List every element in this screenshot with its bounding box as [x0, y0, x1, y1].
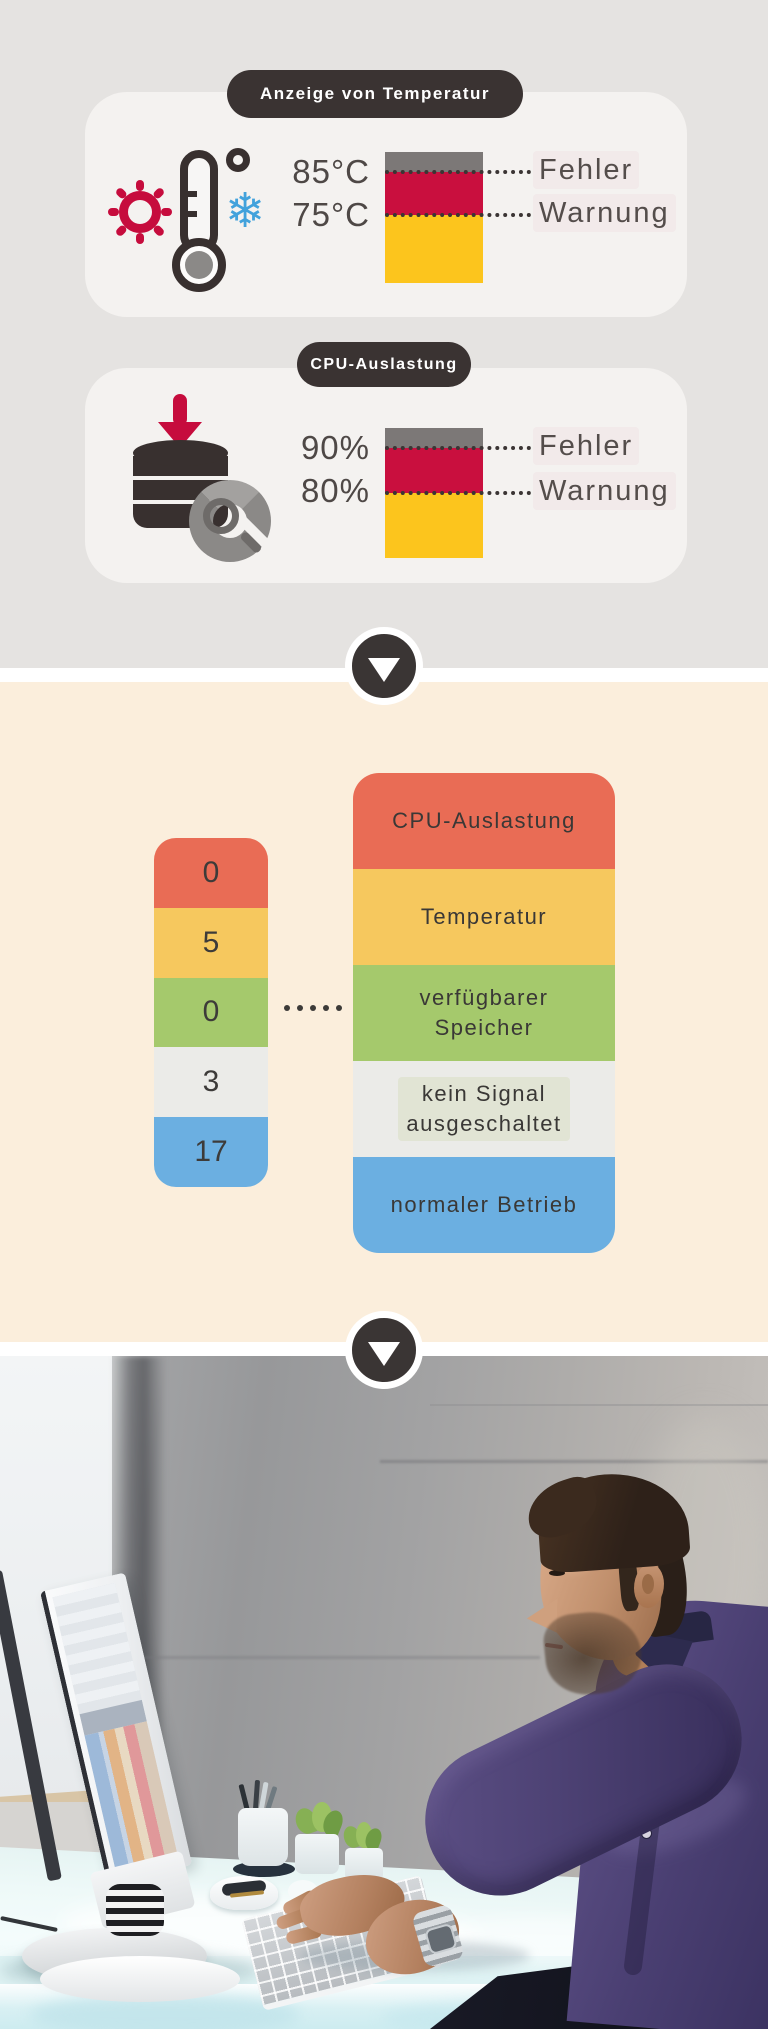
photo-screen-rows — [52, 1582, 142, 1715]
threshold-bar — [385, 152, 483, 283]
legend-label-column: CPU-Auslastung Temperatur verfügbarer Sp… — [353, 773, 615, 1253]
bar-warning-zone — [385, 448, 483, 493]
dotted-leader — [385, 213, 531, 217]
sun-ray-icon — [108, 208, 119, 216]
arrow-down-icon — [368, 1342, 400, 1366]
photo-wall-seam — [100, 1656, 540, 1659]
magnifier-icon — [203, 498, 239, 534]
threshold-bar — [385, 428, 483, 558]
bar-error-zone — [385, 152, 483, 172]
flow-down-button[interactable] — [345, 1311, 423, 1389]
cpu-low-value: 80% — [300, 472, 370, 509]
photo-monitor-base — [40, 1956, 240, 2002]
thermometer-bulb-icon — [185, 251, 213, 279]
photo-wall-seam — [430, 1404, 768, 1406]
dotted-connector — [284, 1005, 342, 1012]
flow-down-button[interactable] — [345, 627, 423, 705]
photo-man-eye — [549, 1570, 565, 1576]
degree-icon — [226, 148, 250, 172]
down-arrow-icon — [173, 394, 187, 426]
bar-normal-zone — [385, 215, 483, 283]
cpu-high-label: Fehler — [533, 427, 640, 465]
legend-count-column: 0 5 0 3 17 — [154, 838, 268, 1187]
thermometer-tick — [184, 191, 197, 197]
cpu-low-label: Warnung — [533, 472, 676, 510]
legend-count: 0 — [154, 838, 268, 908]
photo-man-ear — [642, 1574, 654, 1594]
dotted-leader — [385, 446, 531, 450]
legend-label: normaler Betrieb — [353, 1157, 615, 1253]
legend-count: 0 — [154, 977, 268, 1048]
office-photo — [0, 1356, 768, 2029]
legend-label: CPU-Auslastung — [353, 773, 615, 869]
temp-high-value: 85°C — [292, 153, 370, 190]
dotted-leader — [385, 491, 531, 495]
legend-label: Temperatur — [353, 869, 615, 965]
sun-ray-icon — [161, 208, 172, 216]
thermometer-tick — [184, 211, 197, 217]
legend-count: 3 — [154, 1047, 268, 1118]
sun-ray-icon — [152, 224, 166, 238]
legend-label-text: kein Signal ausgeschaltet — [398, 1077, 570, 1141]
photo-wall-seam — [380, 1460, 768, 1463]
snowflake-icon: ❄ — [225, 183, 266, 239]
legend-label: verfügbarer Speicher — [353, 965, 615, 1061]
temp-low-value: 75°C — [292, 196, 370, 233]
card-temperature: ❄ 85°C 75°C Fehler Warnung — [85, 92, 687, 317]
photo-pen-cup — [238, 1808, 288, 1866]
legend-count: 17 — [154, 1117, 268, 1187]
sun-ray-icon — [136, 180, 144, 191]
photo-plant-pot — [295, 1834, 339, 1874]
photo-striped-hub — [106, 1884, 164, 1936]
database-icon — [133, 440, 228, 466]
dotted-leader — [385, 170, 531, 174]
temp-high-label: Fehler — [533, 151, 640, 189]
sun-ray-icon — [136, 233, 144, 244]
photo-screen-columns — [84, 1721, 179, 1873]
temp-low-label: Warnung — [533, 194, 676, 232]
legend-count: 5 — [154, 907, 268, 978]
bar-warning-zone — [385, 172, 483, 215]
badge-cpu: CPU-Auslastung — [297, 342, 471, 387]
bar-normal-zone — [385, 493, 483, 558]
badge-temperature: Anzeige von Temperatur — [227, 70, 523, 118]
cpu-high-value: 90% — [300, 429, 370, 466]
card-cpu: 90% 80% Fehler Warnung — [85, 368, 687, 583]
bar-error-zone — [385, 428, 483, 448]
legend-label: kein Signal ausgeschaltet — [353, 1061, 615, 1157]
arrow-down-icon — [368, 658, 400, 682]
sun-icon — [119, 191, 161, 233]
